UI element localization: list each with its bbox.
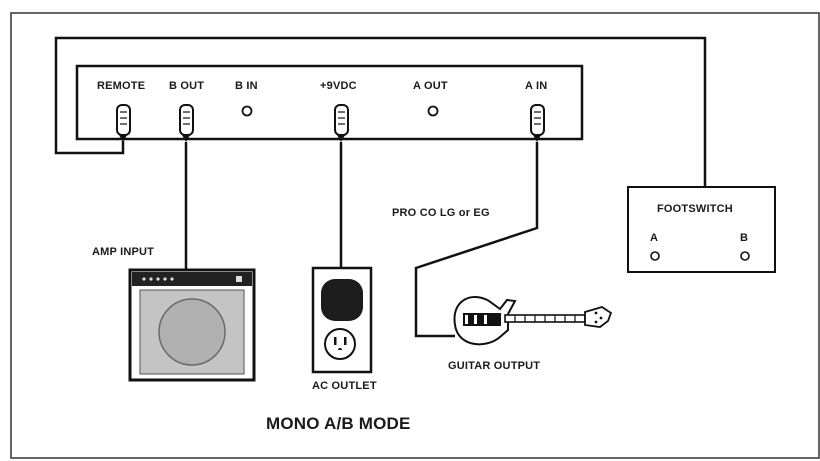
footswitch-box [627,186,776,273]
footswitch-button-a-icon [650,251,660,261]
electric-guitar-icon [453,296,613,346]
power-plug [334,104,349,142]
jack-label-b-out: B OUT [169,80,205,92]
a-out-jack [427,105,439,117]
guitar-output-label: GUITAR OUTPUT [448,360,541,372]
cable-note-label: PRO CO LG or EG [392,207,490,219]
footswitch-title: FOOTSWITCH [657,203,733,215]
guitar-cable [414,142,539,338]
ac-outlet-label: AC OUTLET [312,380,377,392]
unit-panel [75,64,584,141]
b-in-jack [241,105,253,117]
remote-plug [116,104,131,142]
b-out-plug [179,104,194,142]
page-border [10,12,820,459]
amp-input-label: AMP INPUT [92,246,155,258]
footswitch-label-a: A [650,232,659,244]
amplifier-icon [128,268,256,382]
remote-cable [54,36,707,187]
jack-label-b-in: B IN [235,80,258,92]
footswitch-label-b: B [740,232,749,244]
jack-label-remote: REMOTE [97,80,146,92]
wall-outlet-icon [311,266,373,374]
jack-label-power: +9VDC [320,80,357,92]
a-in-plug [530,104,545,142]
footswitch-button-b-icon [740,251,750,261]
jack-label-a-out: A OUT [413,80,448,92]
diagram-title: MONO A/B MODE [266,414,411,433]
jack-label-a-in: A IN [525,80,548,92]
